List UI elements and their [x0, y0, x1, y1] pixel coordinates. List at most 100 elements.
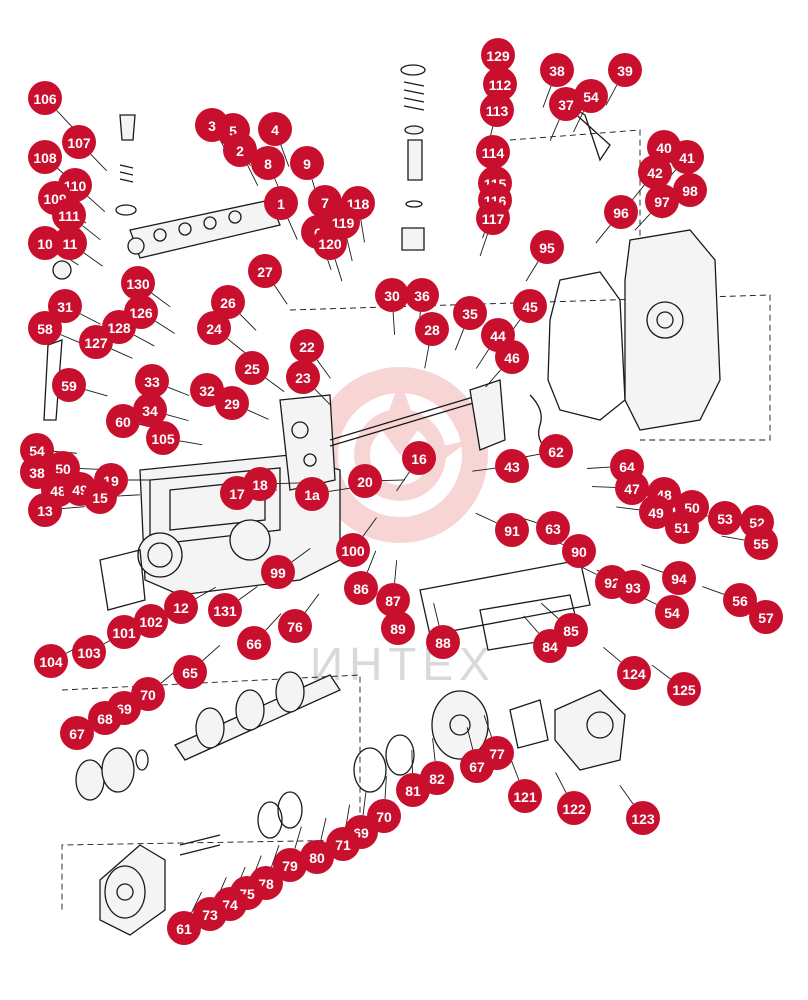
callout-57: 57: [749, 600, 783, 634]
callout-97: 97: [645, 184, 679, 218]
leader-line: [479, 233, 488, 257]
callout-label: 44: [490, 328, 506, 344]
callout-label: 98: [682, 183, 698, 199]
leader-line: [396, 471, 410, 492]
callout-label: 88: [435, 635, 451, 651]
callout-marker: [639, 495, 673, 529]
callout-label: 1a: [304, 487, 320, 503]
leader-line: [411, 750, 413, 774]
leader-line: [60, 334, 83, 345]
callout-label: 23: [295, 370, 311, 386]
callout-marker: [617, 656, 651, 690]
callout-marker: [72, 635, 106, 669]
callout-66: 66: [237, 626, 271, 660]
callout-marker: [106, 404, 140, 438]
callout-label: 97: [654, 194, 670, 210]
callout-107: 107: [62, 125, 96, 159]
callout-marker: [28, 81, 62, 115]
callout-label: 26: [220, 295, 236, 311]
callout-marker: [536, 511, 570, 545]
callout-99: 99: [261, 555, 295, 589]
callout-label: 54: [583, 89, 599, 105]
callout-9: 9: [290, 146, 324, 180]
leader-line: [87, 196, 106, 213]
leader-line: [155, 320, 175, 334]
callout-marker: [28, 140, 62, 174]
callout-marker: [655, 595, 689, 629]
callout-label: 113: [486, 103, 509, 119]
callout-marker: [193, 897, 227, 931]
callout-28: 28: [415, 312, 449, 346]
leader-line: [304, 593, 320, 613]
leader-line: [239, 313, 257, 331]
callout-106: 106: [28, 81, 62, 115]
callout-label: 131: [213, 603, 237, 619]
callout-marker: [608, 53, 642, 87]
callout-marker: [121, 266, 155, 300]
callout-80: 80: [300, 840, 334, 874]
leader-line: [274, 284, 288, 305]
callout-label: 8: [264, 156, 272, 172]
callout-label: 96: [613, 205, 629, 221]
leader-line: [85, 389, 108, 397]
callout-112: 112: [483, 67, 517, 101]
callout-125: 125: [667, 672, 701, 706]
callout-8: 8: [251, 146, 285, 180]
leader-line: [587, 466, 611, 469]
callout-label: 117: [482, 211, 505, 227]
callout-label: 51: [674, 520, 690, 536]
callout-marker: [34, 644, 68, 678]
callout-label: 54: [664, 605, 680, 621]
callout-label: 38: [29, 465, 45, 481]
leader-line: [592, 486, 616, 488]
watermark-logo: [312, 367, 488, 543]
callout-label: 80: [309, 850, 325, 866]
callout-label: 1: [277, 196, 285, 212]
callout-51: 51: [665, 510, 699, 544]
leader-line: [334, 259, 343, 282]
callout-marker: [248, 254, 282, 288]
callout-59: 59: [52, 368, 86, 402]
callout-marker: [665, 510, 699, 544]
leader-line: [555, 772, 567, 794]
leader-line: [111, 348, 133, 359]
assembly-outline-right: [509, 129, 641, 240]
callout-95: 95: [530, 230, 564, 264]
leader-line: [523, 615, 540, 634]
callout-label: 48: [50, 483, 66, 499]
callout-114: 114: [476, 135, 510, 169]
callout-108: 108: [28, 140, 62, 174]
callout-120: 120: [313, 226, 347, 260]
callout-label: 64: [619, 459, 635, 475]
callout-23: 23: [286, 360, 320, 394]
callout-17: 17: [220, 476, 254, 510]
callout-label: 54: [29, 443, 45, 459]
callout-marker: [539, 434, 573, 468]
callout-marker: [273, 848, 307, 882]
callout-15: 15: [83, 480, 117, 514]
callout-31: 31: [48, 289, 82, 323]
leader-line: [595, 224, 611, 244]
callout-marker: [460, 749, 494, 783]
callout-91: 91: [495, 513, 529, 547]
governor-linkage: [43, 99, 611, 451]
callout-53: 53: [708, 501, 742, 535]
callout-marker: [495, 449, 529, 483]
leader-line: [179, 440, 203, 446]
callout-label: 65: [182, 665, 198, 681]
callout-label: 37: [558, 97, 574, 113]
callout-label: 50: [55, 461, 71, 477]
callout-117: 117: [476, 201, 510, 235]
callout-label: 86: [353, 581, 369, 597]
callout-marker: [134, 604, 168, 638]
callout-label: 40: [656, 140, 672, 156]
callout-marker: [453, 296, 487, 330]
callout-label: 35: [462, 306, 478, 322]
callout-98: 98: [673, 173, 707, 207]
callout-61: 61: [167, 911, 201, 945]
callout-43: 43: [495, 449, 529, 483]
callout-label: 123: [631, 811, 655, 827]
callout-label: 2: [236, 143, 244, 159]
callout-label: 106: [33, 91, 57, 107]
callout-marker: [326, 827, 360, 861]
